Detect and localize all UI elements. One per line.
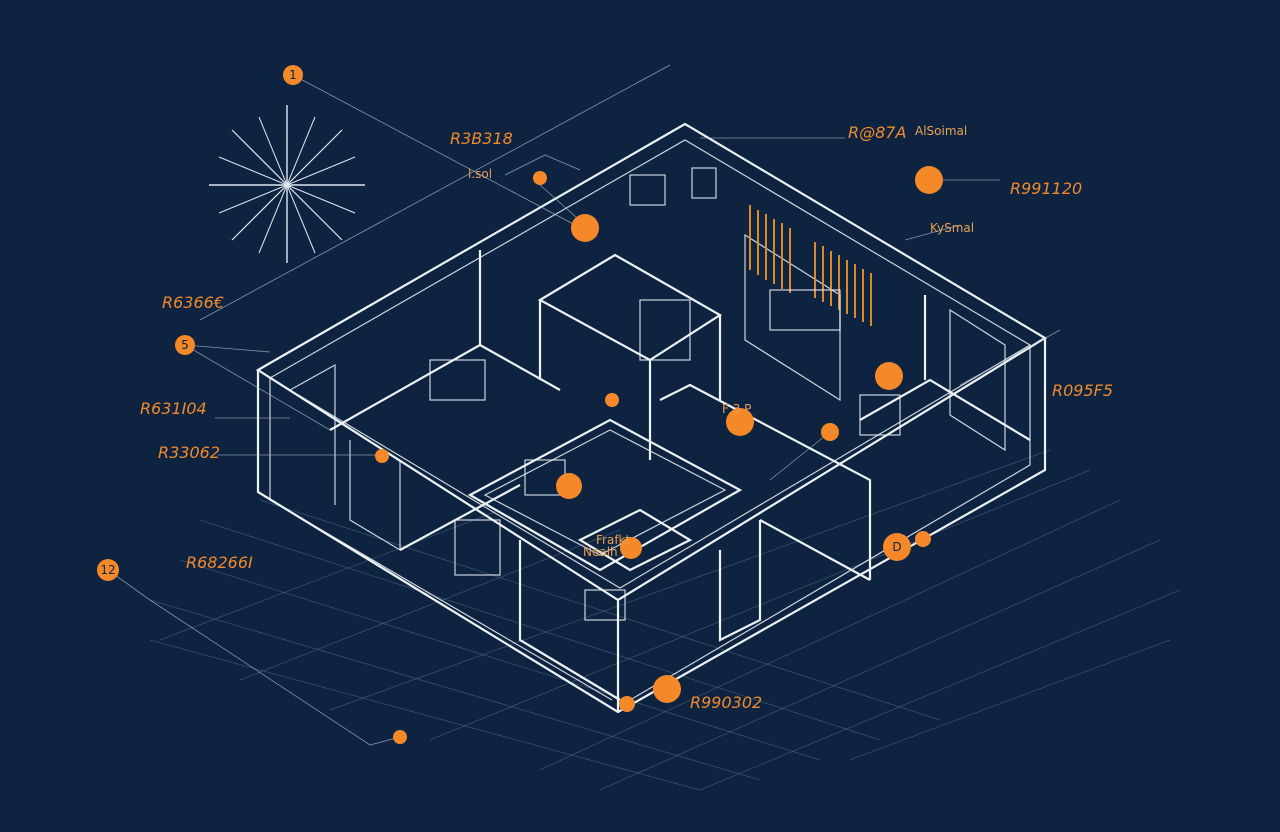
marker-d-number: D	[892, 540, 901, 554]
marker-left-room[interactable]	[375, 449, 389, 463]
marker-bath[interactable]	[875, 362, 903, 390]
label-room-center-a: Frafkt	[596, 533, 630, 547]
label-left-4: R68266I	[186, 553, 253, 572]
marker-center-room[interactable]	[620, 537, 642, 559]
marker-5-number: 5	[181, 338, 189, 352]
window-slats	[749, 205, 872, 326]
marker-top-small[interactable]	[533, 171, 547, 185]
label-top-center: R3B318	[450, 129, 513, 148]
label-room-mid: F 3 P	[722, 402, 751, 416]
marker-bottom[interactable]	[653, 675, 681, 703]
marker-12[interactable]	[97, 559, 119, 581]
floor-grid	[149, 449, 1181, 791]
marker-d-small[interactable]	[915, 531, 931, 547]
leader-lines	[107, 64, 1061, 746]
marker-12-number: 12	[100, 563, 115, 577]
label-top-right-b: AlSoimal	[915, 124, 967, 138]
marker-hall[interactable]	[726, 408, 754, 436]
marker-living[interactable]	[556, 473, 582, 499]
building-outer-walls	[255, 122, 1048, 714]
label-right-2: KySmal	[930, 221, 974, 235]
marker-corridor[interactable]	[605, 393, 619, 407]
markers	[97, 65, 943, 744]
label-bottom: R990302	[690, 693, 762, 712]
label-left-3: R33062	[158, 443, 220, 462]
marker-bottom-left[interactable]	[393, 730, 407, 744]
marker-5[interactable]	[175, 335, 195, 355]
label-top-right-a: R@87A	[848, 123, 906, 142]
label-small-top: l.sol	[468, 167, 492, 181]
marker-1[interactable]	[283, 65, 303, 85]
marker-hall-small[interactable]	[821, 423, 839, 441]
marker-1-number: 1	[289, 68, 297, 82]
marker-right-top[interactable]	[915, 166, 943, 194]
marker-d[interactable]	[883, 533, 911, 561]
marker-corner[interactable]	[619, 696, 635, 712]
furniture	[429, 167, 901, 621]
label-right-3: R095F5	[1052, 381, 1113, 400]
compass-star-icon	[209, 105, 365, 263]
label-left-1: R6366€	[162, 293, 224, 312]
label-left-2: R631I04	[140, 399, 207, 418]
marker-kitchen[interactable]	[571, 214, 599, 242]
interior-walls	[289, 233, 1031, 701]
label-right-1: R991120	[1010, 179, 1082, 198]
label-room-center-b: Nealh	[583, 545, 618, 559]
